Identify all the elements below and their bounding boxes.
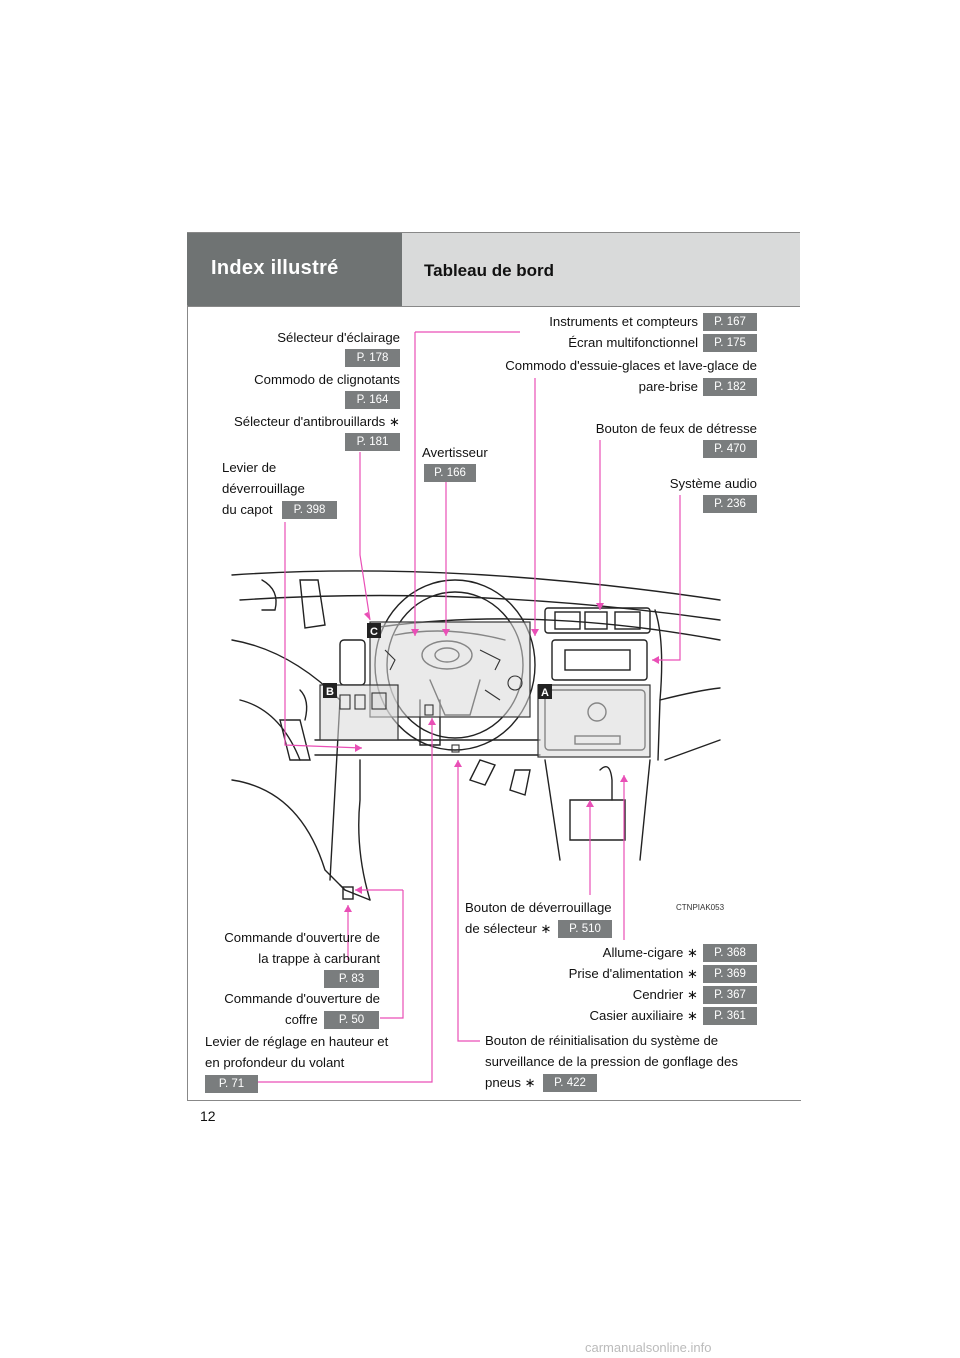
- page-ref-tilt-lever: P. 71: [205, 1075, 258, 1093]
- label-fog-light-switch: Sélecteur d'antibrouillards ∗: [233, 414, 400, 429]
- label-audio-system: Système audio: [669, 476, 757, 491]
- page-number: 12: [200, 1108, 216, 1124]
- page-ref-multi-display: P. 175: [703, 334, 757, 352]
- label-tire-pressure-3: pneus ∗: [485, 1075, 536, 1090]
- label-wiper-1: Commodo d'essuie-glaces et lave-glace de: [505, 358, 757, 373]
- page-ref-horn: P. 166: [424, 464, 476, 482]
- content-frame: [187, 305, 801, 1101]
- callout-c: C: [370, 626, 378, 638]
- label-tire-pressure-2: surveillance de la pression de gonflage …: [485, 1054, 738, 1069]
- label-shift-lock-1: Bouton de déverrouillage: [465, 900, 612, 915]
- label-trunk-opener-1: Commande d'ouverture de: [224, 991, 380, 1006]
- page-ref-fog-light: P. 181: [345, 433, 400, 451]
- image-code: CTNPIAK053: [676, 903, 725, 912]
- label-tilt-lever-1: Levier de réglage en hauteur et: [205, 1034, 389, 1049]
- section-title: Index illustré: [211, 257, 339, 279]
- header-band: Index illustré Tableau de bord: [187, 232, 800, 307]
- page-ref-cigarette-lighter: P. 368: [703, 944, 757, 962]
- label-ashtray: Cendrier ∗: [632, 987, 698, 1002]
- page-ref-hood: P. 398: [282, 501, 337, 519]
- page-ref-turn-signal: P. 164: [345, 391, 400, 409]
- page-title: Tableau de bord: [424, 261, 555, 280]
- label-hood-release-3: du capot: [222, 502, 273, 517]
- label-hood-release-1: Levier de: [222, 460, 277, 475]
- label-auxiliary-box: Casier auxiliaire ∗: [589, 1008, 698, 1023]
- label-trunk-opener-2: coffre: [285, 1012, 318, 1027]
- page-ref-hazard: P. 470: [703, 440, 757, 458]
- label-tilt-lever-2: en profondeur du volant: [205, 1055, 345, 1070]
- callout-a: A: [541, 687, 549, 699]
- label-turn-signal-lever: Commodo de clignotants: [254, 372, 400, 387]
- label-fuel-door-1: Commande d'ouverture de: [224, 930, 380, 945]
- page-ref-audio: P. 236: [703, 495, 757, 513]
- label-wiper-2: pare-brise: [638, 379, 698, 394]
- label-fuel-door-2: la trappe à carburant: [258, 951, 380, 966]
- page-ref-shift-lock: P. 510: [558, 920, 612, 938]
- page-ref-wiper: P. 182: [703, 378, 757, 396]
- page-ref-headlight: P. 178: [345, 349, 400, 367]
- page-ref-ashtray: P. 367: [703, 986, 757, 1004]
- label-cigarette-lighter: Allume-cigare ∗: [602, 945, 698, 960]
- label-instruments: Instruments et compteurs: [549, 314, 698, 329]
- page-ref-tire-pressure: P. 422: [543, 1074, 597, 1092]
- page-ref-instruments: P. 167: [703, 313, 757, 331]
- label-multi-display: Écran multifonctionnel: [568, 335, 698, 350]
- label-headlight-switch: Sélecteur d'éclairage: [277, 330, 400, 345]
- label-shift-lock-2: de sélecteur ∗: [465, 921, 552, 936]
- label-hazard-button: Bouton de feux de détresse: [595, 421, 757, 436]
- callout-b: B: [326, 686, 334, 698]
- section-tab: Index illustré: [187, 233, 402, 306]
- label-power-outlet: Prise d'alimentation ∗: [568, 966, 698, 981]
- label-hood-release-2: déverrouillage: [222, 481, 305, 496]
- page-ref-trunk-opener: P. 50: [324, 1011, 379, 1029]
- label-tire-pressure-1: Bouton de réinitialisation du système de: [485, 1033, 719, 1048]
- page-ref-power-outlet: P. 369: [703, 965, 757, 983]
- watermark: carmanualsonline.info: [585, 1340, 712, 1355]
- page-ref-auxiliary-box: P. 361: [703, 1007, 757, 1025]
- label-horn: Avertisseur: [422, 445, 488, 460]
- page-ref-fuel-door: P. 83: [324, 970, 379, 988]
